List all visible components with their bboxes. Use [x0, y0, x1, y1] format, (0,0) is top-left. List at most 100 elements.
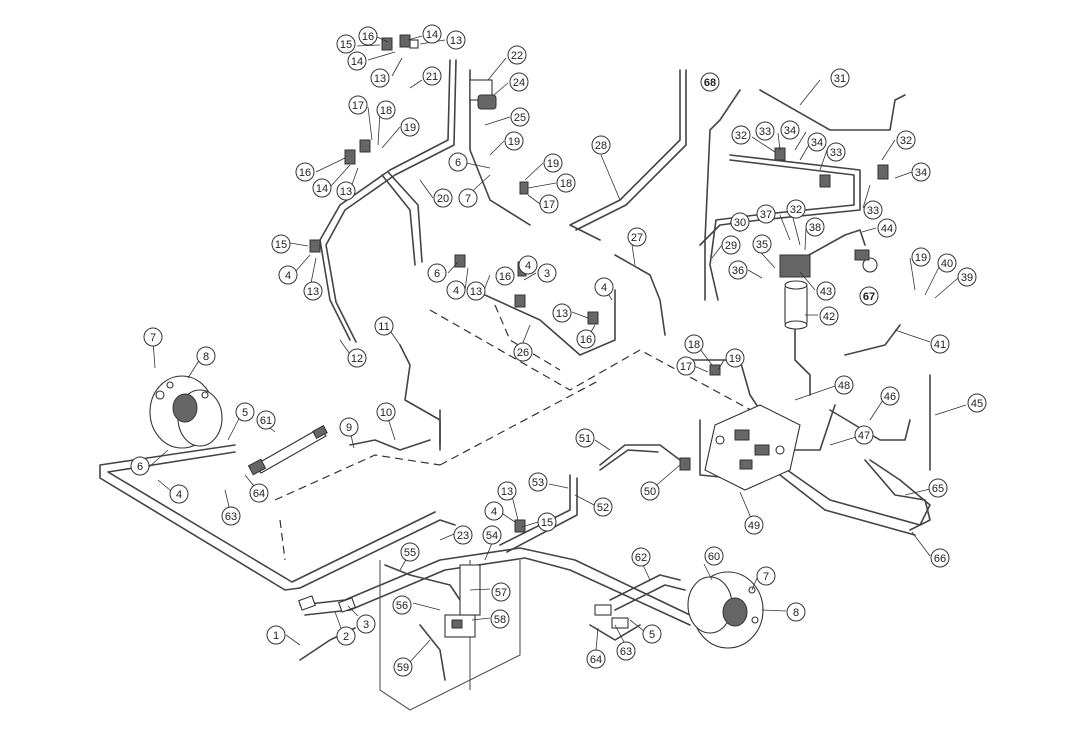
callout-label: 50	[644, 486, 656, 498]
callout-3: 3	[537, 263, 557, 283]
callout-7: 7	[756, 566, 776, 586]
callout-label: 58	[494, 614, 506, 626]
callout-label: 65	[932, 483, 944, 495]
callout-13: 13	[466, 281, 486, 301]
dashed-lines	[274, 304, 761, 561]
callout-17: 17	[676, 356, 696, 376]
callout-label: 60	[708, 551, 720, 563]
callout-8: 8	[786, 602, 806, 622]
callout-label: 27	[631, 232, 643, 244]
callout-15: 15	[271, 234, 291, 254]
callout-57: 57	[491, 582, 511, 602]
callout-65: 65	[928, 478, 948, 498]
callout-13: 13	[303, 281, 323, 301]
callout-label: 33	[759, 126, 771, 138]
leader-lines	[147, 35, 967, 663]
callout-label: 11	[378, 321, 389, 333]
callout-label: 34	[915, 167, 927, 179]
callout-16: 16	[358, 26, 378, 46]
callout-7: 7	[143, 327, 163, 347]
valve-assembly-lower	[444, 564, 481, 638]
callout-label: 34	[784, 125, 796, 137]
callout-label: 10	[380, 407, 392, 419]
callout-19: 19	[400, 117, 420, 137]
hose-bracket	[854, 249, 878, 273]
callout-13: 13	[336, 181, 356, 201]
callout-label: 16	[580, 334, 592, 346]
callout-39: 39	[957, 267, 977, 287]
callout-label: 54	[486, 530, 498, 542]
callout-33: 33	[755, 121, 775, 141]
callout-label: 17	[680, 361, 692, 373]
callout-6: 6	[427, 263, 447, 283]
callout-label: 4	[491, 506, 497, 518]
callout-label: 16	[362, 31, 374, 43]
callout-37: 37	[756, 204, 776, 224]
callout-label: 40	[941, 258, 953, 270]
callout-label: 14	[426, 29, 438, 41]
callout-label: 4	[601, 282, 607, 294]
callout-66: 66	[930, 548, 950, 568]
callout-8: 8	[196, 346, 216, 366]
callout-label: 16	[499, 271, 511, 283]
callout-61: 61	[256, 410, 276, 430]
callout-67: 67	[859, 286, 879, 306]
callout-26: 26	[513, 342, 533, 362]
callout-label: 66	[934, 553, 946, 565]
callout-33: 33	[863, 200, 883, 220]
hydraulic-cylinder	[247, 424, 328, 476]
callout-19: 19	[911, 247, 931, 267]
callout-6: 6	[130, 456, 150, 476]
callout-63: 63	[616, 641, 636, 661]
callout-15: 15	[336, 34, 356, 54]
callout-19: 19	[543, 153, 563, 173]
callout-16: 16	[295, 162, 315, 182]
callout-label: 68	[704, 77, 716, 89]
callout-label: 55	[404, 547, 416, 559]
callout-label: 47	[858, 430, 870, 442]
callout-17: 17	[348, 95, 368, 115]
callout-33: 33	[826, 142, 846, 162]
callout-label: 4	[453, 285, 459, 297]
callout-label: 39	[961, 272, 973, 284]
callout-label: 33	[830, 147, 842, 159]
callout-7: 7	[458, 188, 478, 208]
callout-label: 6	[137, 461, 143, 473]
callout-27: 27	[627, 227, 647, 247]
callout-40: 40	[937, 253, 957, 273]
callout-label: 63	[225, 511, 237, 523]
callout-label: 57	[495, 587, 507, 599]
callout-13: 13	[446, 30, 466, 50]
callout-54: 54	[482, 525, 502, 545]
callout-label: 14	[316, 183, 328, 195]
callout-label: 37	[760, 209, 772, 221]
callout-label: 15	[541, 517, 553, 529]
callout-label: 19	[547, 158, 559, 170]
callout-24: 24	[509, 72, 529, 92]
callout-38: 38	[805, 217, 825, 237]
callout-42: 42	[819, 306, 839, 326]
callout-43: 43	[816, 281, 836, 301]
callout-34: 34	[911, 162, 931, 182]
callout-label: 17	[543, 199, 555, 211]
callout-18: 18	[376, 100, 396, 120]
filter-canister	[779, 254, 811, 330]
callout-label: 13	[374, 73, 386, 85]
callout-22: 22	[507, 45, 527, 65]
callout-36: 36	[728, 260, 748, 280]
callout-label: 29	[725, 240, 737, 252]
callout-13: 13	[552, 303, 572, 323]
callout-35: 35	[752, 234, 772, 254]
callout-label: 8	[203, 351, 209, 363]
callout-1: 1	[266, 625, 286, 645]
callout-14: 14	[422, 24, 442, 44]
callout-label: 1	[273, 630, 279, 642]
callout-label: 3	[363, 619, 369, 631]
callout-label: 32	[735, 130, 747, 142]
callout-label: 32	[790, 204, 802, 216]
callout-55: 55	[400, 542, 420, 562]
callout-label: 3	[544, 268, 550, 280]
callout-label: 18	[380, 105, 392, 117]
callout-58: 58	[490, 609, 510, 629]
